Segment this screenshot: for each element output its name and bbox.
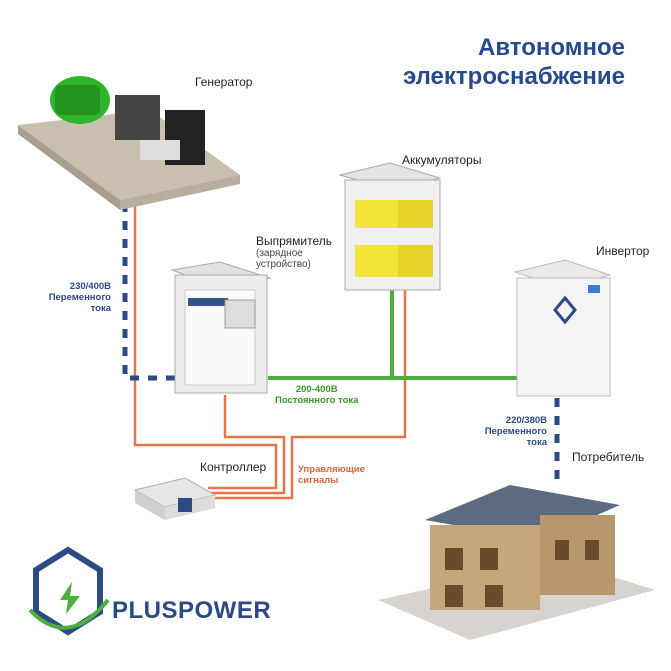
controller-label: Контроллер (200, 460, 267, 474)
control-signals-label: Управляющие сигналы (298, 464, 365, 486)
control-line2: сигналы (298, 475, 339, 486)
dc-label: 200-400В Постоянного тока (275, 384, 358, 406)
out-ac-voltage: 220/380В (505, 415, 547, 426)
control-line1: Управляющие (298, 464, 365, 475)
consumer-label: Потребитель (572, 450, 645, 464)
house-icon (378, 485, 655, 640)
gen-ac-line2: тока (90, 303, 111, 314)
gen-ac-voltage: 230/400В (69, 281, 111, 292)
pluspower-logo-icon (28, 546, 110, 636)
generator-icon (18, 76, 240, 210)
battery-rack-icon (338, 162, 442, 291)
output-ac-label: 220/380В Переменного тока (485, 415, 547, 448)
controller-icon (133, 477, 217, 520)
rectifier-sub-2: устройство) (256, 259, 311, 270)
title-line-2: электроснабжение (402, 63, 625, 90)
rectifier-sub-1: (зарядное (256, 248, 303, 259)
ac-wires (122, 185, 560, 482)
rectifier-rack-icon (170, 261, 272, 394)
rectifier-sub-label: (зарядное устройство) (256, 248, 311, 270)
generator-ac-label: 230/400В Переменного тока (49, 281, 111, 314)
dc-voltage: 200-400В (295, 384, 338, 395)
page-title: Автономное электроснабжение (403, 33, 625, 91)
brand-name: PLUSPOWER (112, 597, 272, 624)
gen-ac-line1: Переменного (48, 292, 111, 303)
dc-wires (268, 290, 522, 380)
batteries-label: Аккумуляторы (402, 153, 482, 167)
rectifier-label: Выпрямитель (256, 234, 333, 248)
generator-label: Генератор (195, 75, 253, 89)
title-line-1: Автономное (478, 34, 625, 61)
control-wires (133, 190, 407, 500)
dc-line1: Постоянного тока (275, 395, 359, 406)
out-ac-line1: Переменного (484, 426, 547, 437)
inverter-label: Инвертор (596, 244, 650, 258)
out-ac-line2: тока (526, 437, 547, 448)
inverter-icon (513, 259, 612, 397)
